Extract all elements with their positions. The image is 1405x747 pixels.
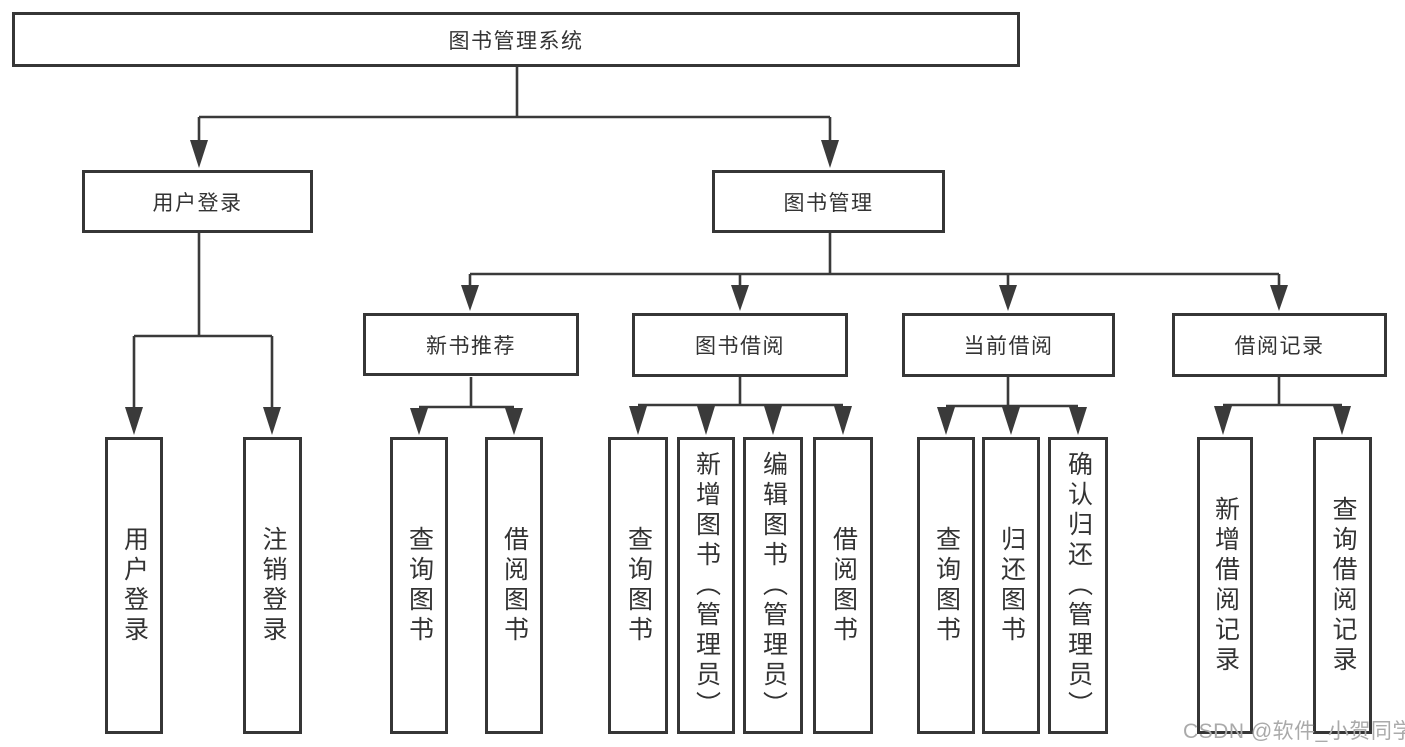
leaf-label: 确认归还（管理员） xyxy=(1064,450,1093,721)
leaf-label: 查询图书 xyxy=(405,525,434,646)
node-user-login: 用户登录 xyxy=(82,170,313,233)
csdn-watermark: CSDN @软件_小贺同学 xyxy=(1183,720,1405,743)
connector-borrow-records xyxy=(1214,377,1351,435)
leaf-label: 查询借阅记录 xyxy=(1329,495,1357,676)
leaf-recommend-borrow-books: 借阅图书 xyxy=(485,437,543,734)
leaf-edit-books-admin: 编辑图书（管理员） xyxy=(743,437,803,734)
node-book-borrow: 图书借阅 xyxy=(632,313,848,377)
leaf-recommend-query-books: 查询图书 xyxy=(390,437,448,734)
leaf-borrow-books: 借阅图书 xyxy=(813,437,873,734)
leaf-label: 新增图书（管理员） xyxy=(692,450,721,721)
leaf-add-books-admin: 新增图书（管理员） xyxy=(677,437,735,734)
leaf-label: 借阅图书 xyxy=(829,525,858,646)
connector-user-login xyxy=(125,233,281,435)
leaf-borrow-query-books: 查询图书 xyxy=(608,437,668,734)
node-book-management: 图书管理 xyxy=(712,170,945,233)
leaf-logout: 注销登录 xyxy=(243,437,302,734)
leaf-label: 借阅图书 xyxy=(500,525,529,646)
node-new-book-recommend: 新书推荐 xyxy=(363,313,579,376)
leaf-return-books: 归还图书 xyxy=(982,437,1040,734)
connector-new-book-recommend xyxy=(410,377,523,435)
connector-book-management xyxy=(461,233,1288,311)
leaf-label: 查询图书 xyxy=(624,525,653,646)
leaf-query-borrow-record: 查询借阅记录 xyxy=(1313,437,1372,734)
connector-book-borrow xyxy=(629,377,852,435)
connector-current-borrow xyxy=(937,377,1087,435)
leaf-add-borrow-record: 新增借阅记录 xyxy=(1197,437,1253,734)
leaf-label: 编辑图书（管理员） xyxy=(759,450,788,721)
node-root-system: 图书管理系统 xyxy=(12,12,1020,67)
leaf-confirm-return-admin: 确认归还（管理员） xyxy=(1048,437,1108,734)
leaf-label: 用户登录 xyxy=(120,525,149,646)
leaf-label: 注销登录 xyxy=(259,525,287,646)
node-borrow-records: 借阅记录 xyxy=(1172,313,1387,377)
node-current-borrow: 当前借阅 xyxy=(902,313,1115,377)
leaf-label: 新增借阅记录 xyxy=(1211,495,1240,676)
leaf-current-query-books: 查询图书 xyxy=(917,437,975,734)
leaf-user-login: 用户登录 xyxy=(105,437,163,734)
leaf-label: 查询图书 xyxy=(932,525,961,646)
connector-root xyxy=(190,67,839,168)
leaf-label: 归还图书 xyxy=(997,525,1026,646)
